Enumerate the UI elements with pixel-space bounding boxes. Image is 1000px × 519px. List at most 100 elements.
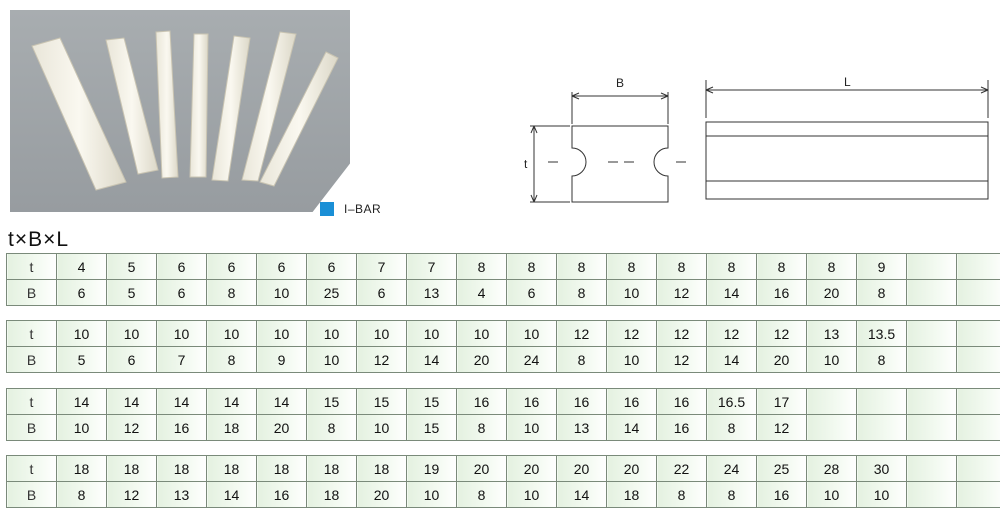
table-cell: [956, 346, 1000, 373]
table-cell: 8: [556, 253, 607, 280]
table-cell: 13: [406, 279, 457, 306]
table-cell: [956, 388, 1000, 415]
table-cell: 6: [56, 279, 107, 306]
table-cell: 8: [456, 481, 507, 508]
table-cell: 12: [756, 320, 807, 347]
table-cell: 14: [606, 414, 657, 441]
table-cell: 16: [456, 388, 507, 415]
table-cell: 10: [406, 320, 457, 347]
legend-label: I–BAR: [344, 202, 382, 216]
table-cell: 16: [506, 388, 557, 415]
table-cell: [906, 414, 957, 441]
table-cell: [956, 320, 1000, 347]
table-cell: 8: [756, 253, 807, 280]
row-label-B: B: [6, 346, 57, 373]
table-cell: 20: [256, 414, 307, 441]
row-label-t: t: [6, 320, 57, 347]
row-label-t: t: [6, 253, 57, 280]
table-cell: 6: [256, 253, 307, 280]
table-cell: 8: [556, 279, 607, 306]
table-cell: 10: [56, 414, 107, 441]
table-cell: [906, 320, 957, 347]
table-cell: 5: [56, 346, 107, 373]
table-cell: 10: [306, 320, 357, 347]
table-cell: 20: [606, 455, 657, 482]
table-cell: 8: [456, 253, 507, 280]
table-cell: 10: [506, 320, 557, 347]
table-cell: 15: [356, 388, 407, 415]
table-cell: 6: [206, 253, 257, 280]
row-label-B: B: [6, 414, 57, 441]
table-cell: 9: [256, 346, 307, 373]
table-cell: 7: [356, 253, 407, 280]
product-legend: I–BAR: [320, 202, 381, 216]
table-cell: 18: [606, 481, 657, 508]
table-cell: 9: [856, 253, 907, 280]
ceramic-bars-image: [31, 30, 339, 191]
table-cell: 5: [106, 253, 157, 280]
table-cell: 6: [306, 253, 357, 280]
table-cell: 16: [756, 481, 807, 508]
table-cell: 12: [756, 414, 807, 441]
table-cell: 10: [506, 414, 557, 441]
table-cell: 7: [156, 346, 207, 373]
table-cell: 18: [306, 481, 357, 508]
table-cell: 10: [806, 346, 857, 373]
row-label-t: t: [6, 455, 57, 482]
table-cell: 15: [306, 388, 357, 415]
table-cell: 24: [706, 455, 757, 482]
table-cell: 18: [256, 455, 307, 482]
table-cell: 14: [706, 346, 757, 373]
table-cell: 16: [656, 414, 707, 441]
table-cell: 8: [706, 253, 757, 280]
table-cell: 4: [456, 279, 507, 306]
table-cell: 10: [256, 320, 307, 347]
table-cell: 13.5: [856, 320, 907, 347]
row-label-B: B: [6, 481, 57, 508]
table-cell: 14: [206, 388, 257, 415]
table-cell: 20: [806, 279, 857, 306]
table-cell: [906, 253, 957, 280]
table-cell: 14: [56, 388, 107, 415]
table-cell: 13: [556, 414, 607, 441]
table-cell: [956, 481, 1000, 508]
row-label-B: B: [6, 279, 57, 306]
table-cell: [956, 414, 1000, 441]
table-cell: 16.5: [706, 388, 757, 415]
table-cell: 8: [206, 346, 257, 373]
table-cell: 8: [56, 481, 107, 508]
table-cell: 10: [606, 346, 657, 373]
table-cell: 12: [106, 414, 157, 441]
table-cell: 10: [356, 320, 407, 347]
table-cell: 10: [356, 414, 407, 441]
table-cell: 13: [806, 320, 857, 347]
table-cell: 10: [456, 320, 507, 347]
table-cell: [906, 346, 957, 373]
row-label-t: t: [6, 388, 57, 415]
table-cell: 6: [156, 253, 207, 280]
table-cell: 20: [356, 481, 407, 508]
table-cell: 8: [856, 346, 907, 373]
table-cell: 12: [356, 346, 407, 373]
dim-width-label: B: [616, 76, 624, 90]
table-cell: [856, 388, 907, 415]
table-cell: [906, 279, 957, 306]
table-cell: [906, 455, 957, 482]
table-cell: 16: [656, 388, 707, 415]
table-cell: 8: [656, 481, 707, 508]
table-cell: 17: [756, 388, 807, 415]
table-cell: 14: [106, 388, 157, 415]
table-cell: 15: [406, 388, 457, 415]
table-cell: 10: [306, 346, 357, 373]
table-cell: 7: [406, 253, 457, 280]
table-cell: 18: [56, 455, 107, 482]
